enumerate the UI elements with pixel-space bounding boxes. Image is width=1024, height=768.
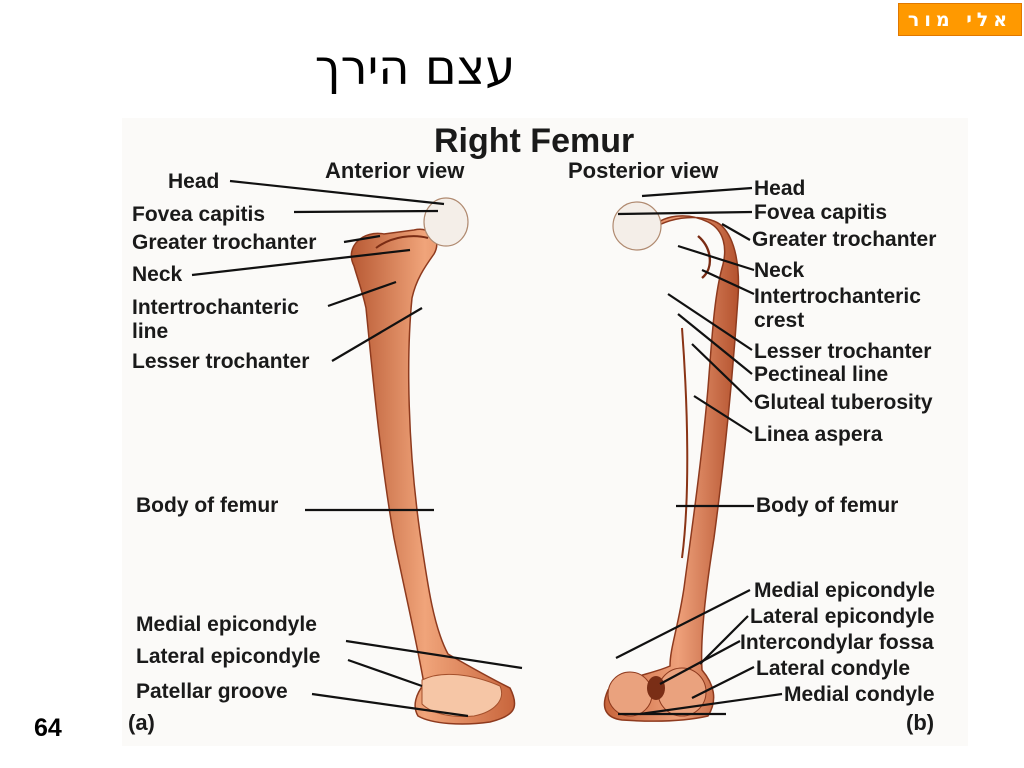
label-p-gluteal-tuberosity: Gluteal tuberosity: [754, 391, 933, 414]
label-p-neck: Neck: [754, 259, 805, 282]
slide-title: עצם הירך: [314, 40, 516, 96]
leader-a-greater-trochanter: [343, 234, 381, 244]
label-a-lateral-epicondyle: Lateral epicondyle: [136, 645, 320, 668]
label-p-intercondylar-fossa: Intercondylar fossa: [740, 631, 934, 654]
leader-p-linea-aspera: [693, 395, 753, 434]
label-p-intertrochanteric-1: Intertrochanteric: [754, 285, 921, 308]
label-p-pectineal-line: Pectineal line: [754, 363, 888, 386]
posterior-leader-lines: [615, 186, 783, 716]
label-a-patellar-groove: Patellar groove: [136, 680, 288, 703]
label-p-medial-condyle: Medial condyle: [784, 683, 935, 706]
leader-p-head: [641, 186, 753, 198]
femur-diagram: Right Femur Anterior view Posterior view: [122, 118, 968, 746]
panel-label-a: (a): [128, 710, 155, 735]
label-a-intertrochanteric-2: line: [132, 320, 168, 343]
page-number: 64: [34, 714, 62, 742]
leader-a-intertrochanteric: [327, 280, 397, 308]
posterior-view-label: Posterior view: [568, 158, 719, 183]
posterior-labels: Head Fovea capitis Greater trochanter Ne…: [740, 177, 936, 735]
leader-p-greater-trochanter: [721, 223, 751, 241]
label-p-greater-trochanter: Greater trochanter: [752, 228, 936, 251]
label-a-neck: Neck: [132, 263, 183, 286]
label-p-medial-epicondyle: Medial epicondyle: [754, 579, 935, 602]
label-a-lesser-trochanter: Lesser trochanter: [132, 350, 309, 373]
leader-a-neck: [191, 248, 411, 277]
label-p-head: Head: [754, 177, 805, 200]
figure-title: Right Femur: [434, 122, 634, 160]
label-p-body-of-femur: Body of femur: [756, 494, 898, 517]
label-a-intertrochanteric-1: Intertrochanteric: [132, 296, 299, 319]
leader-p-intercondylar-fossa: [659, 640, 741, 685]
label-a-body-of-femur: Body of femur: [136, 494, 278, 517]
leader-p-lesser-trochanter: [667, 293, 753, 351]
leader-p-neck: [677, 244, 755, 272]
label-p-intertrochanteric-2: crest: [754, 309, 804, 332]
leader-p-gluteal-tuberosity: [691, 343, 753, 403]
anterior-leader-lines: [191, 179, 523, 718]
leader-a-medial-epicondyle: [345, 639, 523, 670]
anterior-view-label: Anterior view: [325, 158, 465, 183]
label-p-lesser-trochanter: Lesser trochanter: [754, 340, 931, 363]
leader-a-lateral-epicondyle: [347, 658, 423, 688]
leader-p-lateral-epicondyle: [699, 615, 749, 665]
label-p-fovea-capitis: Fovea capitis: [754, 201, 887, 224]
leader-a-patellar-groove: [311, 692, 469, 718]
label-a-head: Head: [168, 170, 219, 193]
leader-p-intertrochanteric: [701, 269, 755, 295]
label-p-lateral-condyle: Lateral condyle: [756, 657, 910, 680]
label-a-medial-epicondyle: Medial epicondyle: [136, 613, 317, 636]
leader-p-medial-condyle: [639, 692, 783, 716]
figure-background: [122, 118, 968, 746]
label-p-linea-aspera: Linea aspera: [754, 423, 883, 446]
anterior-labels: Head Fovea capitis Greater trochanter Ne…: [128, 170, 320, 735]
leader-a-lesser-trochanter: [331, 307, 423, 362]
label-a-greater-trochanter: Greater trochanter: [132, 231, 316, 254]
leader-a-head: [229, 179, 445, 206]
leader-p-pectineal-line: [677, 313, 753, 375]
leader-p-medial-epicondyle: [615, 589, 751, 659]
label-p-lateral-epicondyle: Lateral epicondyle: [750, 605, 934, 628]
leader-p-fovea: [617, 210, 753, 216]
author-tag: אלי מור: [898, 3, 1022, 36]
anterior-femur-illustration: [350, 197, 516, 725]
label-a-fovea-capitis: Fovea capitis: [132, 203, 265, 226]
leader-p-lateral-condyle: [691, 666, 755, 699]
panel-label-b: (b): [906, 710, 934, 735]
leader-a-fovea: [293, 209, 439, 214]
